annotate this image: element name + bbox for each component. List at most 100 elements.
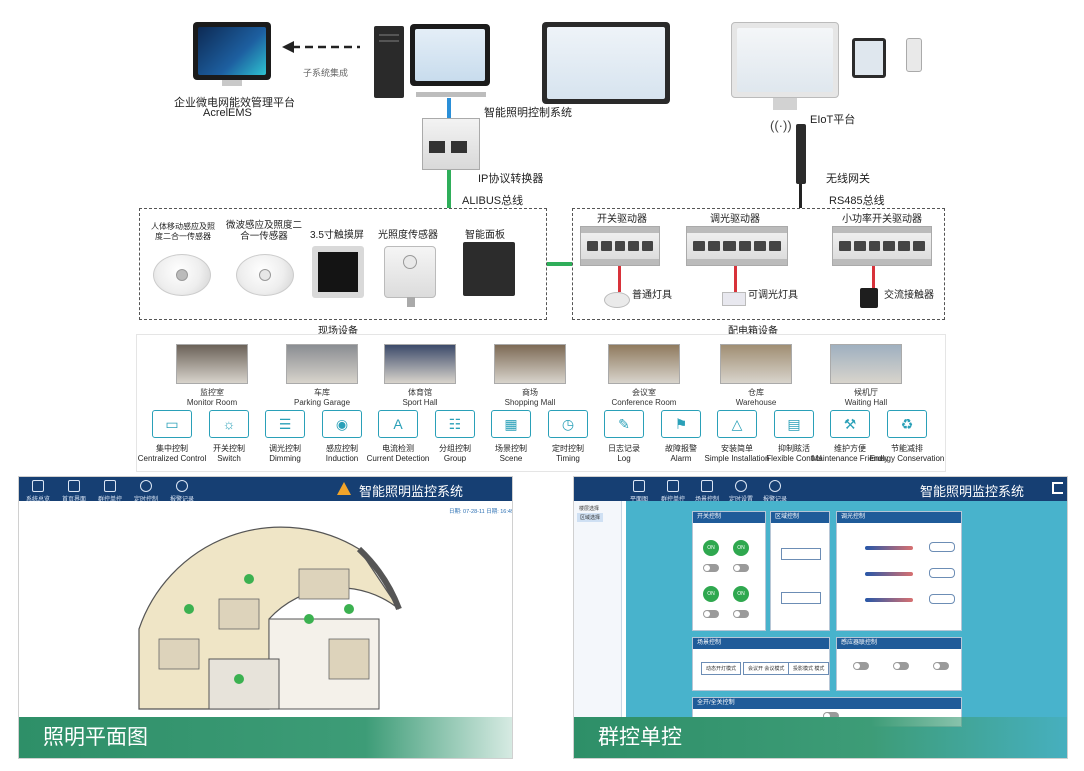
box-connector-wire: [547, 262, 572, 266]
scene-photo-5: [608, 344, 680, 384]
function-icon-6: ☷: [435, 410, 475, 438]
lighting-system-label: 智能照明控制系统: [484, 107, 572, 119]
function-icon-10: ⚑: [661, 410, 701, 438]
dimming-input-3[interactable]: [929, 594, 955, 604]
function-icon-8: ◷: [548, 410, 588, 438]
switch-on-2[interactable]: ON: [733, 540, 749, 556]
switch-toggle-4[interactable]: [733, 610, 749, 618]
eiot-monitor: [731, 22, 839, 98]
sensor-toggle-2[interactable]: [893, 662, 909, 670]
integration-label: 子系统集成: [303, 68, 349, 78]
dimming-input-1[interactable]: [929, 542, 955, 552]
right-nav-4[interactable]: 定时设置: [726, 480, 756, 503]
alibus-label: ALIBUS总线: [462, 195, 524, 207]
scene-button-3[interactable]: 投影模式 模式: [788, 662, 830, 675]
pir-sensor: [153, 254, 211, 296]
dimmable-lamp-icon: [722, 292, 746, 306]
contactor-wire: [872, 266, 875, 288]
switch-toggle-2[interactable]: [733, 564, 749, 572]
function-icon-3: ☰: [265, 410, 305, 438]
rs485-label: RS485总线: [829, 195, 885, 207]
zone-control-panel: 区域控制: [770, 511, 830, 631]
phone: [906, 38, 922, 72]
field-devices-group-label: 现场设备: [318, 326, 358, 337]
dimming-load-wire: [734, 266, 737, 292]
scene-photo-4: [494, 344, 566, 384]
field-device-label-5: 智能面板: [465, 230, 505, 241]
eiot-label: EIoT平台: [810, 114, 856, 126]
right-nav-5[interactable]: 报警记录: [760, 480, 790, 503]
field-device-label-3: 3.5寸触摸屏: [310, 230, 364, 241]
function-icon-9: ✎: [604, 410, 644, 438]
switch-on-3[interactable]: ON: [703, 586, 719, 602]
switch-toggle-1[interactable]: [703, 564, 719, 572]
switch-driver: [580, 226, 660, 266]
lighting-system-monitor: [542, 22, 670, 104]
driver-label-2: 调光驱动器: [710, 214, 760, 225]
all-toggle[interactable]: [823, 712, 839, 720]
scene-photo-6: [720, 344, 792, 384]
right-sidebar: 楼层选择 区域选择: [574, 501, 622, 758]
side-item-1[interactable]: 楼层选择: [579, 506, 600, 512]
warning-icon: [337, 482, 351, 495]
scene-button-1[interactable]: 动态开灯模式: [701, 662, 742, 675]
zone-buttons-1[interactable]: [781, 548, 821, 560]
scene-photo-1: [176, 344, 248, 384]
left-nav-1[interactable]: 系统总览: [23, 480, 53, 503]
right-caption: 群控单控: [574, 717, 1067, 758]
dimming-input-2[interactable]: [929, 568, 955, 578]
load-label-1: 普通灯具: [632, 290, 672, 301]
function-icon-12: ▤: [774, 410, 814, 438]
left-nav-4[interactable]: 定时控制: [131, 480, 161, 503]
sensor-toggle-3[interactable]: [933, 662, 949, 670]
load-label-3: 交流接触器: [884, 290, 934, 301]
dimming-slider-2[interactable]: [865, 572, 913, 576]
sensor-control-panel: 感应器联控制: [836, 637, 962, 691]
switch-control-panel: 开关控制 ON ON ON ON: [692, 511, 766, 631]
field-devices-box: [139, 208, 547, 320]
dimming-slider-3[interactable]: [865, 598, 913, 602]
right-nav-1[interactable]: 平面图: [624, 480, 654, 503]
ip-converter: [422, 118, 480, 170]
right-screenshot: 平面图 群控单控 场景控制 定时设置 报警记录 智能照明监控系统 楼层选择 区域…: [573, 476, 1068, 759]
switch-load-wire: [618, 266, 621, 292]
illuminance-sensor: [384, 246, 436, 307]
scene-photo-7: [830, 344, 902, 384]
right-nav-3[interactable]: 场景控制: [692, 480, 722, 503]
switch-on-4[interactable]: ON: [733, 586, 749, 602]
left-nav-2[interactable]: 首页界面: [59, 480, 89, 503]
scene-button-2[interactable]: 会议开 会议模式: [743, 662, 790, 675]
dimming-slider-1[interactable]: [865, 546, 913, 550]
low-power-switch-driver: [832, 226, 932, 266]
left-nav-5[interactable]: 报警记录: [167, 480, 197, 503]
logout-icon[interactable]: [1052, 482, 1063, 494]
acrelems-monitor: [193, 22, 271, 80]
left-nav-3[interactable]: 群控单控: [95, 480, 125, 503]
function-icon-13: ⚒: [830, 410, 870, 438]
sensor-toggle-1[interactable]: [853, 662, 869, 670]
function-icon-4: ◉: [322, 410, 362, 438]
smart-panel: [463, 242, 515, 296]
right-nav-2[interactable]: 群控单控: [658, 480, 688, 503]
dimming-driver: [686, 226, 788, 266]
alibus-wire: [447, 170, 451, 208]
switch-on-1[interactable]: ON: [703, 540, 719, 556]
zone-buttons-2[interactable]: [781, 592, 821, 604]
side-item-2[interactable]: 区域选择: [577, 513, 604, 522]
scene-photo-3: [384, 344, 456, 384]
function-icon-5: A: [378, 410, 418, 438]
function-icon-1: ▭: [152, 410, 192, 438]
switch-toggle-3[interactable]: [703, 610, 719, 618]
